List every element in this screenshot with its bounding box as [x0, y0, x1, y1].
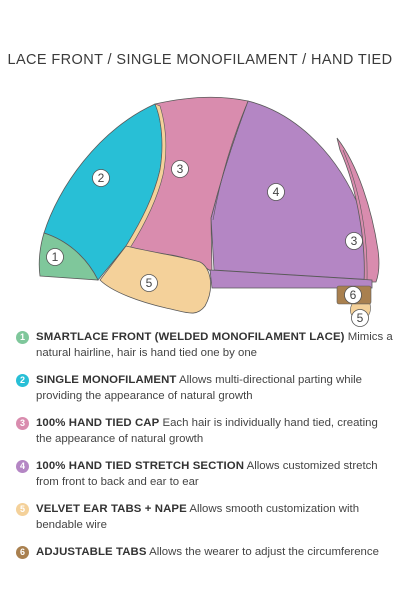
callout-3 [171, 160, 189, 178]
callout-5b-label: 5 [357, 311, 364, 325]
callout-3b-label: 3 [351, 234, 358, 248]
callout-3-label: 3 [177, 162, 184, 176]
cap-bottom-band [209, 269, 373, 289]
section-1-smartlace [38, 232, 99, 281]
diagram-title: LACE FRONT / SINGLE MONOFILAMENT / HAND … [7, 52, 393, 68]
legend-text: Each hair is individually hand tied, cre… [36, 417, 378, 445]
callout-5 [140, 274, 158, 292]
section-3-back [336, 137, 380, 283]
legend-heading: 100% HAND TIED CAP [36, 417, 160, 429]
callout-5-label: 5 [146, 276, 153, 290]
callout-6-label: 6 [350, 288, 357, 302]
legend-dot-6: 6 [16, 546, 29, 559]
callout-6 [344, 286, 362, 304]
callout-2-label: 2 [98, 171, 105, 185]
callout-5b [351, 309, 369, 327]
legend-heading: VELVET EAR TABS + NAPE [36, 503, 187, 515]
legend-item: 3 100% HAND TIED CAP Each hair is indivi… [16, 416, 394, 447]
legend-heading: SMARTLACE FRONT (WELDED MONOFILAMENT LAC… [36, 331, 345, 343]
legend-item: 2 SINGLE MONOFILAMENT Allows multi-direc… [16, 373, 394, 404]
legend-item: 1 SMARTLACE FRONT (WELDED MONOFILAMENT L… [16, 330, 394, 361]
legend-heading: SINGLE MONOFILAMENT [36, 374, 177, 386]
callout-3b [345, 232, 363, 250]
callout-2 [92, 169, 110, 187]
wig-cap-diagram: 1 2 3 4 3 5 6 5 [38, 96, 380, 327]
legend-text: Allows the wearer to adjust the circumfe… [149, 546, 379, 558]
callout-4 [267, 183, 285, 201]
legend-dot-1: 1 [16, 331, 29, 344]
legend-dot-2: 2 [16, 374, 29, 387]
legend-heading: 100% HAND TIED STRETCH SECTION [36, 460, 245, 472]
legend-text: Allows multi-directional parting while p… [36, 374, 362, 402]
legend: 1 SMARTLACE FRONT (WELDED MONOFILAMENT L… [16, 330, 394, 573]
legend-dot-5: 5 [16, 503, 29, 516]
legend-item: 5 VELVET EAR TABS + NAPE Allows smooth c… [16, 502, 394, 533]
callout-4-label: 4 [273, 185, 280, 199]
legend-text: Allows smooth customization with bendabl… [36, 503, 360, 531]
legend-dot-3: 3 [16, 417, 29, 430]
callout-1-label: 1 [52, 250, 59, 264]
legend-text: Mimics a natural hairline, hair is hand … [36, 331, 393, 359]
callout-1 [46, 248, 64, 266]
legend-item: 6 ADJUSTABLE TABS Allows the wearer to a… [16, 545, 394, 561]
legend-item: 4 100% HAND TIED STRETCH SECTION Allows … [16, 459, 394, 490]
legend-heading: ADJUSTABLE TABS [36, 546, 147, 558]
legend-dot-4: 4 [16, 460, 29, 473]
legend-text: Allows customized stretch from front to … [36, 460, 378, 488]
